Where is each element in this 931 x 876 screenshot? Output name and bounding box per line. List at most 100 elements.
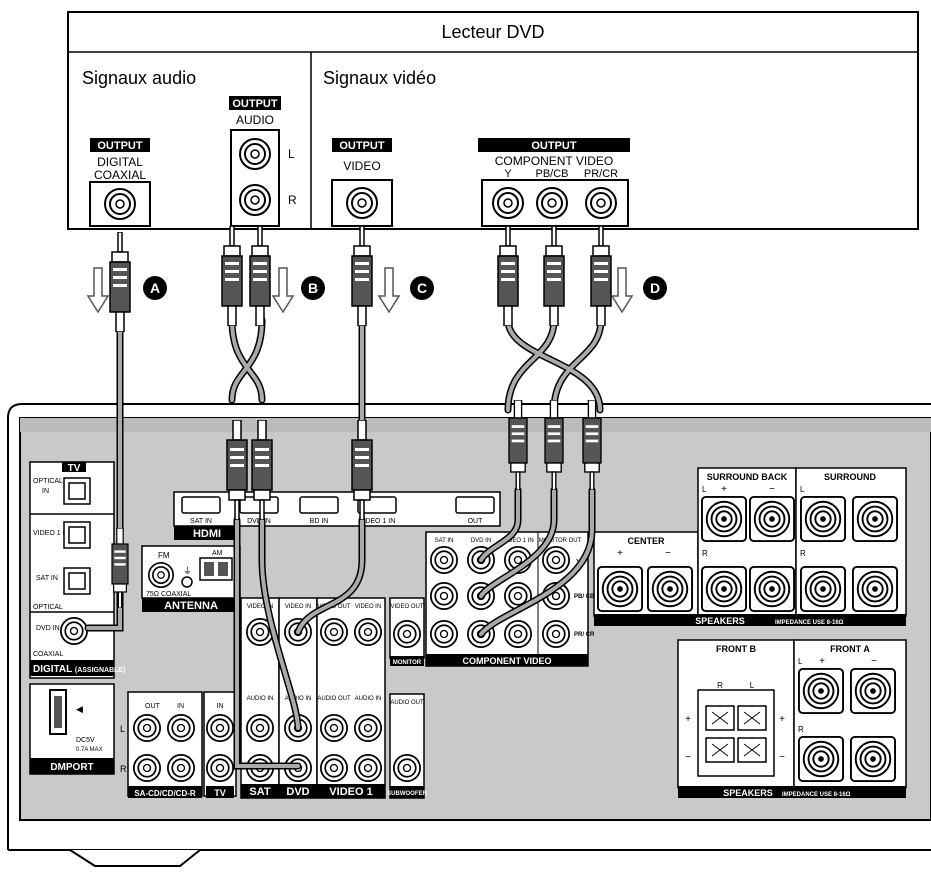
comp-monitor-pr-jack-icon[interactable] bbox=[542, 620, 570, 648]
optical-label: OPTICAL bbox=[33, 478, 63, 485]
video1-audio-in-right-jack-icon[interactable] bbox=[354, 754, 382, 782]
sacd-out-left-jack-icon[interactable] bbox=[133, 714, 161, 742]
minus-label: − bbox=[769, 484, 775, 495]
receiver-rear-panel: TV OPTICAL IN VIDEO 1 IN SAT IN OPTICAL … bbox=[7, 403, 931, 867]
impedance-label: IMPEDANCE USE 8-16Ω bbox=[782, 792, 851, 798]
pr-label: PR/CR bbox=[584, 168, 618, 180]
dvd-title: Lecteur DVD bbox=[441, 22, 544, 42]
cable-d-pr-top-plug-icon bbox=[590, 226, 612, 326]
arrow-down-icon bbox=[377, 267, 401, 314]
callout-b: B bbox=[308, 280, 318, 296]
video1-video-in-jack-icon[interactable] bbox=[354, 618, 382, 646]
surround-back-left-plus-terminal-icon[interactable] bbox=[701, 496, 747, 542]
hdmi-out-port[interactable] bbox=[455, 496, 495, 514]
dvd-audio-output: OUTPUT AUDIO L R bbox=[229, 96, 297, 227]
comp-sat-pr-jack-icon[interactable] bbox=[430, 620, 458, 648]
tv-in-right-jack-icon[interactable] bbox=[206, 754, 234, 782]
surround-right-plus-terminal-icon[interactable] bbox=[800, 566, 846, 612]
dmport-block: ◀ DC5V 0.7A MAX DMPORT bbox=[29, 683, 115, 775]
cable-c bbox=[294, 226, 373, 636]
left-label: L bbox=[800, 485, 805, 494]
audio-right-jack-icon bbox=[239, 184, 271, 216]
ground-screw-icon[interactable] bbox=[181, 576, 193, 588]
monitor-video-out-jack-icon[interactable] bbox=[393, 620, 421, 648]
right-label: R bbox=[800, 549, 806, 558]
component-video-block: SAT IN DVD IN VIDEO 1 IN MONITOR OUT Y P… bbox=[425, 531, 595, 667]
monitor-video-out-label: VIDEO OUT bbox=[390, 604, 423, 610]
comp-sat-y-jack-icon[interactable] bbox=[430, 546, 458, 574]
surround-back-right-plus-terminal-icon[interactable] bbox=[701, 566, 747, 612]
cable-b-left-top-plug-icon bbox=[221, 226, 243, 326]
left-label: L bbox=[120, 724, 125, 734]
coaxial-label: COAXIAL bbox=[33, 651, 63, 658]
right-label: R bbox=[702, 549, 708, 558]
tv-tag: TV bbox=[68, 463, 81, 474]
hdmi-sat-in-port[interactable] bbox=[181, 496, 221, 514]
center-plus-terminal-icon[interactable] bbox=[597, 566, 643, 612]
direction-arrows bbox=[86, 267, 634, 314]
tv-in-left-jack-icon[interactable] bbox=[206, 714, 234, 742]
arrow-left-icon: ◀ bbox=[76, 704, 83, 714]
comp-video1-pr-jack-icon[interactable] bbox=[504, 620, 532, 648]
video1-audio-out-right-jack-icon[interactable] bbox=[320, 754, 348, 782]
sacd-in-left-jack-icon[interactable] bbox=[167, 714, 195, 742]
sat-in-label: SAT IN bbox=[36, 575, 58, 582]
comp-pr-label: PR/ CR bbox=[574, 632, 595, 638]
subwoofer-label: SUBWOOFER bbox=[387, 791, 427, 797]
coaxial-dvd-jack-icon[interactable] bbox=[60, 617, 88, 645]
comp-monitor-y-jack-icon[interactable] bbox=[542, 546, 570, 574]
sacd-out-right-jack-icon[interactable] bbox=[133, 754, 161, 782]
front-b-spring-terminals[interactable] bbox=[697, 689, 775, 777]
video1-audio-out-label: AUDIO OUT bbox=[317, 696, 351, 702]
right-label: R bbox=[288, 193, 297, 207]
cable-d-pb-top-plug-icon bbox=[543, 226, 565, 326]
surround-back-left-minus-terminal-icon[interactable] bbox=[749, 496, 795, 542]
digital-input-block: TV OPTICAL IN VIDEO 1 IN SAT IN OPTICAL … bbox=[29, 461, 125, 679]
front-a-left-plus-terminal-icon[interactable] bbox=[798, 668, 844, 714]
output-tag: OUTPUT bbox=[97, 140, 143, 152]
hdmi-bd-in-port[interactable] bbox=[299, 496, 339, 514]
minus-label: − bbox=[665, 548, 671, 559]
comp-sat-pb-jack-icon[interactable] bbox=[430, 582, 458, 610]
video1-in-label: VIDEO 1 IN bbox=[33, 530, 70, 537]
left-label: L bbox=[750, 681, 755, 690]
sat-audio-left-jack-icon[interactable] bbox=[246, 714, 274, 742]
component-pr-jack-icon bbox=[585, 187, 617, 219]
component-y-jack-icon bbox=[492, 187, 524, 219]
fm-antenna-jack-icon[interactable] bbox=[148, 562, 174, 588]
video1-audio-in-left-jack-icon[interactable] bbox=[354, 714, 382, 742]
surround-left-minus-terminal-icon[interactable] bbox=[852, 496, 898, 542]
minus-label: − bbox=[685, 752, 691, 763]
audio-label: AUDIO bbox=[236, 113, 274, 127]
center-minus-terminal-icon[interactable] bbox=[647, 566, 693, 612]
video1-audio-out-left-jack-icon[interactable] bbox=[320, 714, 348, 742]
antenna-block: FM AM ⏚ 75Ω COAXIAL ANTENNA bbox=[141, 545, 241, 612]
cable-d-y-top-plug-icon bbox=[497, 226, 519, 326]
dvd-label: DVD bbox=[286, 786, 309, 798]
hdmi-video1-in-port[interactable] bbox=[357, 496, 397, 514]
surround-back-right-minus-terminal-icon[interactable] bbox=[749, 566, 795, 612]
left-label: L bbox=[288, 147, 295, 161]
plus-label: + bbox=[721, 484, 727, 495]
dvd-player-panel: Lecteur DVD Signaux audio Signaux vidéo … bbox=[67, 11, 919, 230]
dvd-video-in-label: VIDEO IN bbox=[285, 604, 311, 610]
dvd-video-output: OUTPUT VIDEO bbox=[331, 138, 393, 227]
surround-label: SURROUND bbox=[824, 472, 877, 482]
output-tag: OUTPUT bbox=[531, 140, 577, 152]
cable-a-top-plug-icon bbox=[109, 232, 131, 332]
coaxial-label: COAXIAL bbox=[94, 168, 146, 182]
hdmi-video1-in-label: VIDEO 1 IN bbox=[359, 518, 396, 525]
front-a-left-minus-terminal-icon[interactable] bbox=[850, 668, 896, 714]
sacd-in-right-jack-icon[interactable] bbox=[167, 754, 195, 782]
subwoofer-out-jack-icon[interactable] bbox=[393, 754, 421, 782]
digital-label: DIGITAL bbox=[97, 155, 143, 169]
sat-audio-in-label: AUDIO IN bbox=[247, 696, 274, 702]
surround-left-plus-terminal-icon[interactable] bbox=[800, 496, 846, 542]
front-a-right-minus-terminal-icon[interactable] bbox=[850, 736, 896, 782]
ground-icon: ⏚ bbox=[183, 566, 192, 576]
video1-video-out-jack-icon[interactable] bbox=[320, 618, 348, 646]
plus-label: + bbox=[819, 656, 825, 667]
front-a-right-plus-terminal-icon[interactable] bbox=[798, 736, 844, 782]
minus-label: − bbox=[779, 752, 785, 763]
surround-right-minus-terminal-icon[interactable] bbox=[852, 566, 898, 612]
